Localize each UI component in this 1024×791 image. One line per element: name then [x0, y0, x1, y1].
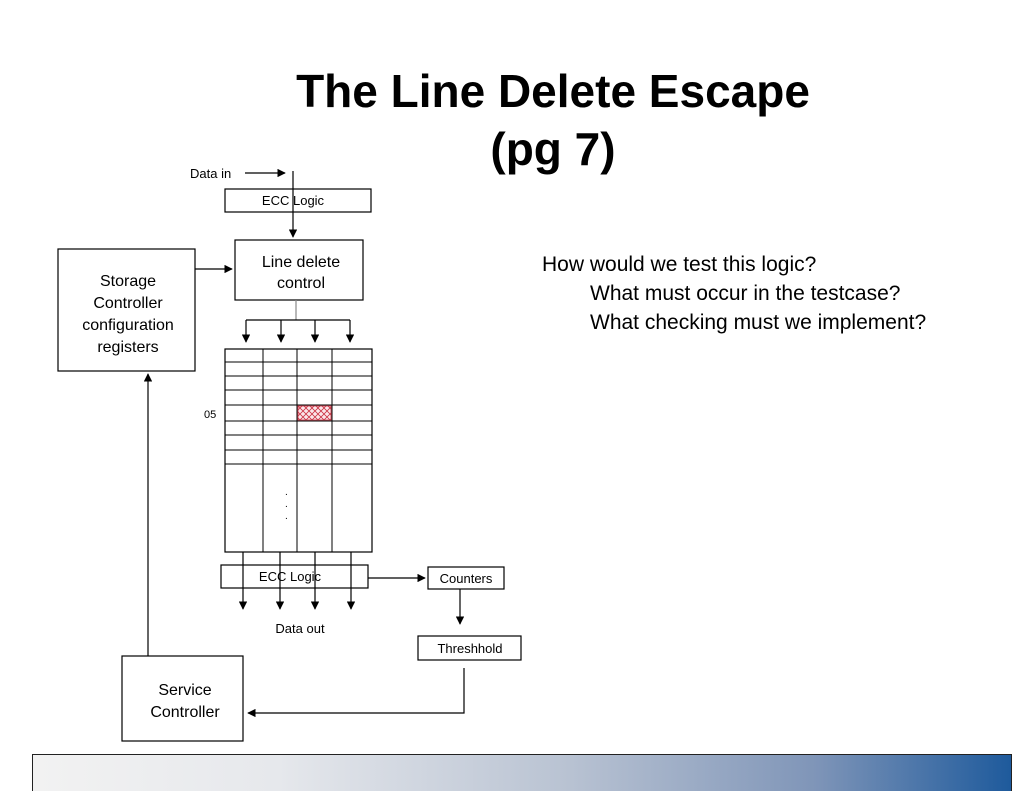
service-controller-box: [121, 655, 244, 742]
counters-box: [427, 566, 505, 590]
cache-array: . . .: [224, 348, 373, 553]
question-sub-1: What must occur in the testcase?: [590, 282, 901, 305]
line-delete-control-label-2: control: [277, 275, 325, 292]
threshold-to-service-arrow: [247, 668, 465, 718]
ellipsis-dot: .: [285, 487, 288, 498]
row-label-05: 05: [204, 409, 216, 421]
line-delete-control-label-1: Line delete: [262, 254, 340, 271]
ellipsis-dot: .: [285, 499, 288, 510]
ecc-logic-top-label: ECC Logic: [262, 193, 325, 208]
slide-title: The Line Delete Escape (pg 7): [230, 62, 876, 178]
data-in-label: Data in: [190, 166, 231, 181]
question-sub-2: What checking must we implement?: [590, 311, 927, 334]
title-line-1: The Line Delete Escape: [296, 65, 810, 117]
ecc-logic-bottom-label: ECC Logic: [259, 569, 322, 584]
question-main: How would we test this logic?: [542, 253, 817, 276]
storage-controller-label-1: Storage: [100, 273, 156, 290]
storage-controller-label-3: configuration: [82, 317, 174, 334]
threshold-box: [417, 635, 522, 661]
threshold-label: Threshhold: [437, 641, 502, 656]
ecc-logic-top-box: [224, 188, 372, 213]
title-line-2: (pg 7): [490, 123, 616, 175]
deleted-line-cell: [297, 405, 332, 421]
ellipsis-dot: .: [285, 511, 288, 522]
ecc-logic-bottom-box: [220, 564, 369, 589]
storage-controller-box: [57, 248, 196, 372]
storage-controller-label-2: Controller: [93, 295, 163, 312]
counters-label: Counters: [440, 571, 493, 586]
storage-controller-label-4: registers: [97, 339, 158, 356]
line-delete-control-box: [234, 239, 364, 301]
data-out-label: Data out: [275, 621, 325, 636]
footer-gradient-bar: [32, 754, 1012, 791]
service-controller-label-1: Service: [158, 682, 211, 699]
service-controller-label-2: Controller: [150, 704, 220, 721]
question-list: How would we test this logic? What must …: [542, 250, 926, 337]
